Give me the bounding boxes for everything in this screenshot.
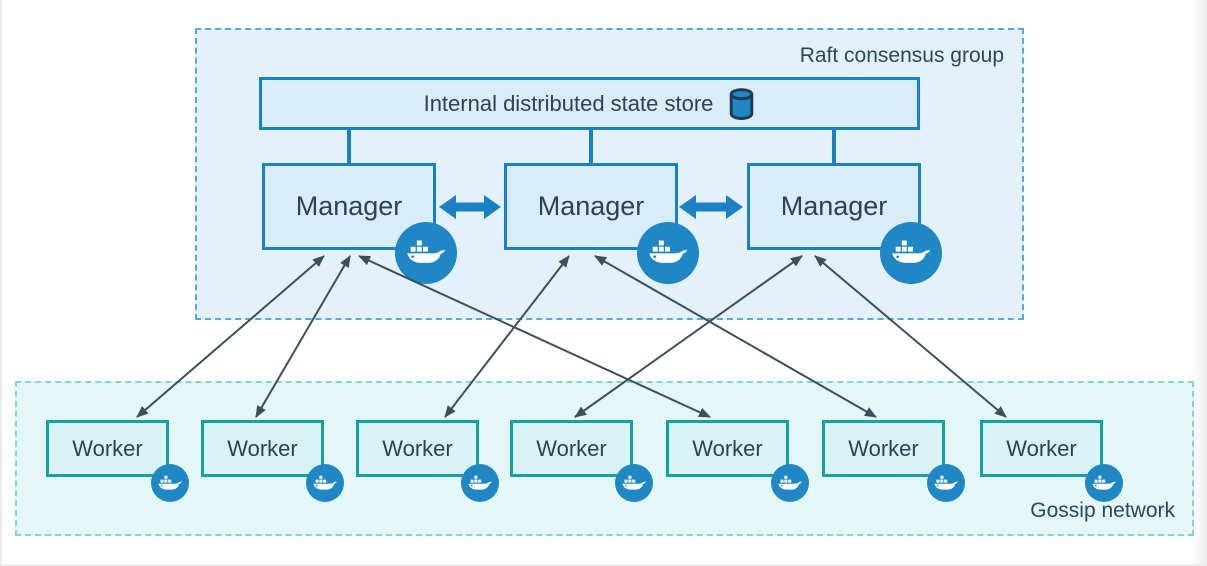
manager-label: Manager [780, 191, 888, 221]
worker-node: Worker [980, 420, 1123, 502]
worker-node: Worker [201, 420, 344, 502]
docker-whale-icon [306, 464, 344, 502]
store-manager-connector [347, 129, 351, 165]
docker-whale-glyph [622, 475, 646, 490]
worker-node: Worker [356, 420, 499, 502]
manager-label: Manager [537, 191, 645, 221]
manager-node: Manager [747, 163, 942, 284]
worker-node: Worker [666, 420, 809, 502]
worker-label: Worker [536, 435, 607, 461]
docker-whale-icon [615, 464, 653, 502]
docker-whale-glyph [1092, 475, 1116, 490]
worker-node: Worker [46, 420, 189, 502]
docker-whale-glyph [778, 475, 802, 490]
manager-node: Manager [504, 163, 699, 284]
state-store-label: Internal distributed state store [423, 90, 714, 116]
docker-whale-icon [927, 464, 965, 502]
worker-label: Worker [227, 435, 298, 461]
worker-node: Worker [510, 420, 653, 502]
worker-label: Worker [1006, 435, 1077, 461]
worker-node: Worker [822, 420, 965, 502]
store-manager-connector [589, 129, 593, 165]
worker-label: Worker [382, 435, 453, 461]
docker-whale-glyph [313, 475, 337, 490]
state-store-box: Internal distributed state store [259, 77, 920, 130]
database-cylinder-icon [730, 88, 754, 120]
docker-whale-icon [771, 464, 809, 502]
docker-whale-icon [151, 464, 189, 502]
manager-node: Manager [262, 163, 457, 284]
worker-label: Worker [848, 435, 919, 461]
worker-label: Worker [692, 435, 763, 461]
docker-whale-icon [880, 222, 942, 284]
docker-whale-icon [395, 222, 457, 284]
docker-whale-glyph [407, 240, 446, 263]
docker-whale-glyph [158, 475, 182, 490]
docker-whale-icon [637, 222, 699, 284]
gossip-network-label: Gossip network [1030, 499, 1175, 522]
manager-label: Manager [295, 191, 403, 221]
docker-whale-glyph [468, 475, 492, 490]
docker-whale-icon [1085, 464, 1123, 502]
raft-consensus-group-label: Raft consensus group [799, 44, 1004, 67]
store-manager-connector [832, 129, 836, 165]
docker-whale-glyph [892, 240, 931, 263]
docker-whale-glyph [649, 240, 688, 263]
worker-label: Worker [72, 435, 143, 461]
docker-whale-icon [461, 464, 499, 502]
docker-whale-glyph [934, 475, 958, 490]
